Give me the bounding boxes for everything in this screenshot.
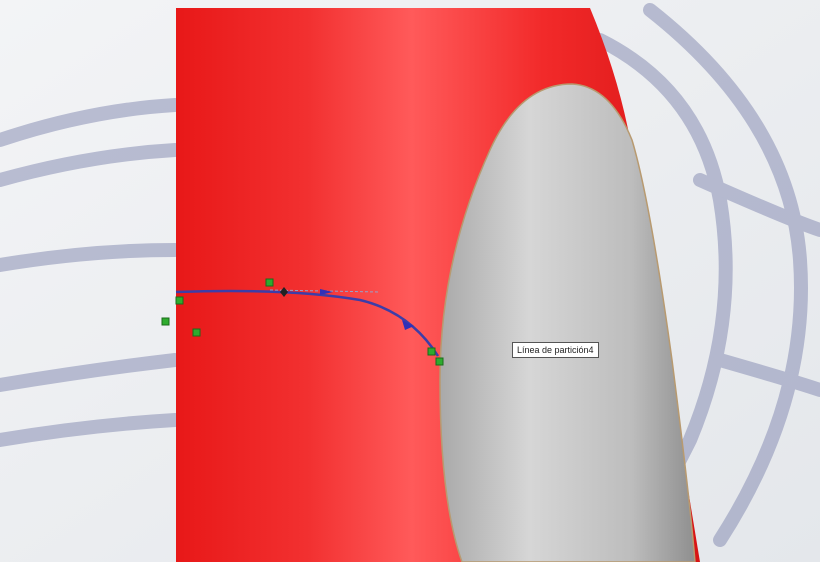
grey-split-face[interactable] bbox=[439, 83, 696, 562]
black-diamond-marker[interactable] bbox=[280, 287, 288, 297]
split-line-tooltip: Línea de partición4 bbox=[512, 342, 599, 358]
green-square-handle[interactable] bbox=[161, 278, 444, 366]
blue-arrow-icon[interactable] bbox=[320, 289, 414, 330]
